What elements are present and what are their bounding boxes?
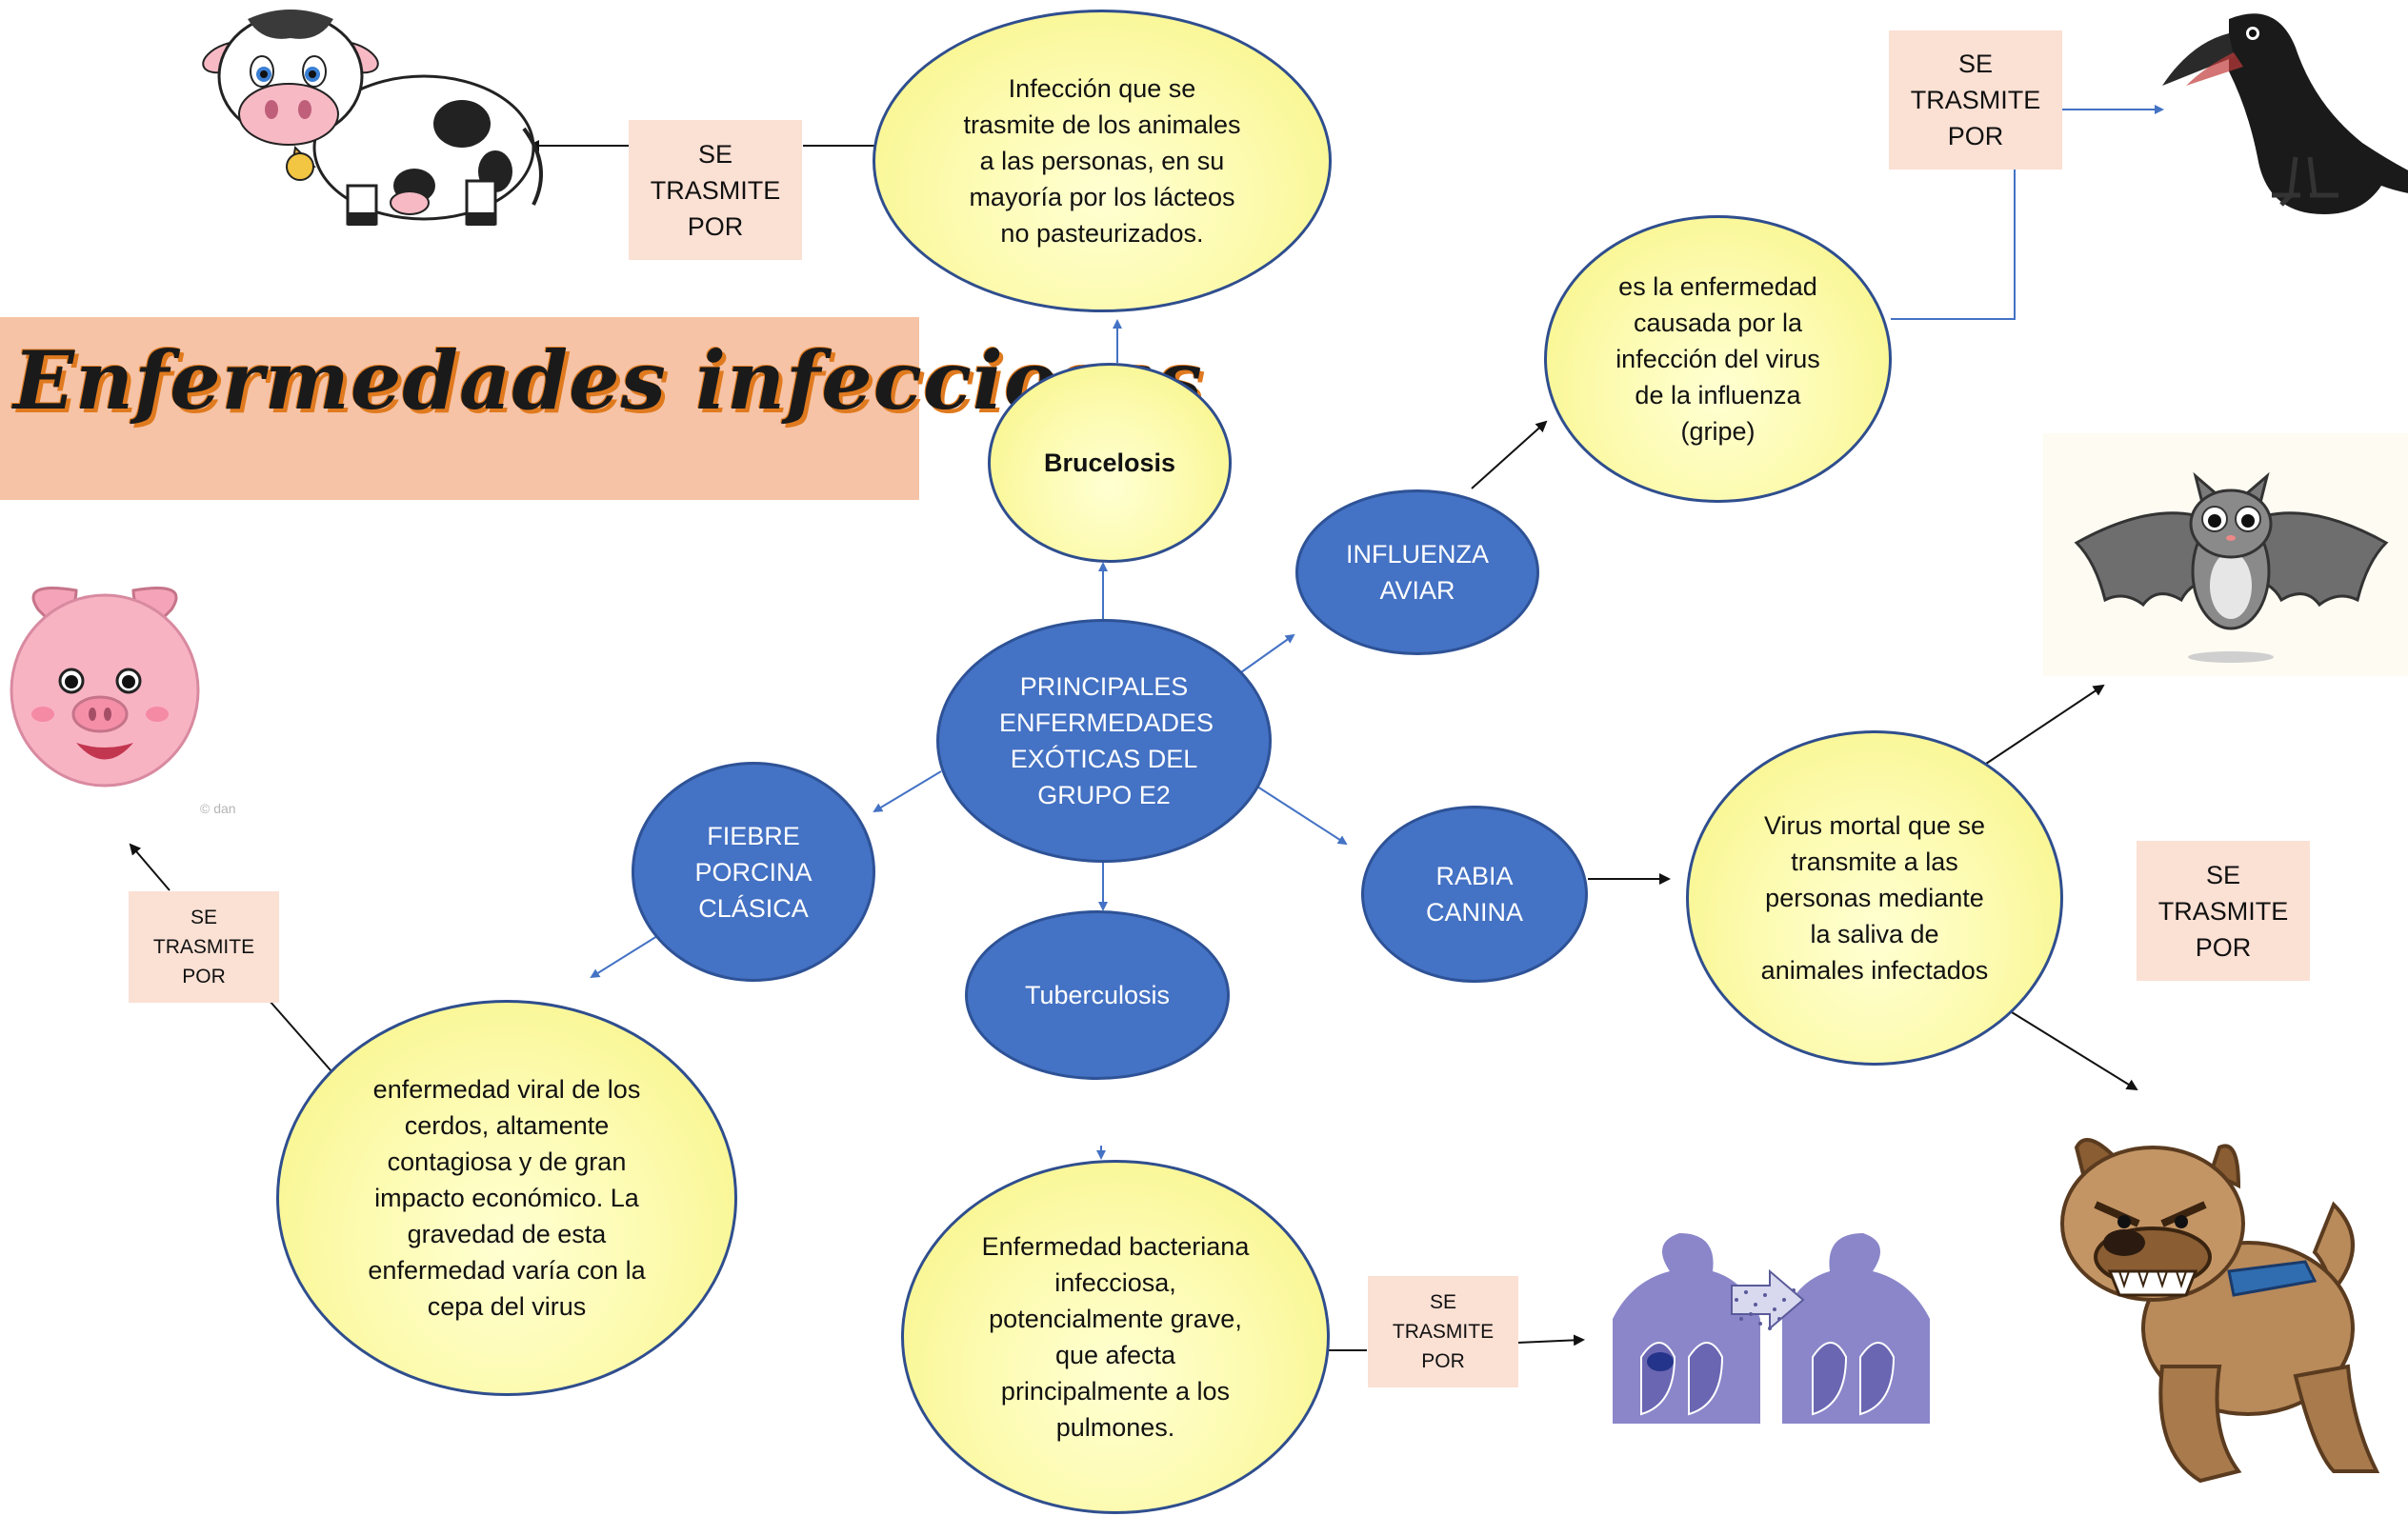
tuberculosis-description: Enfermedad bacteriana infecciosa, potenc… (901, 1160, 1330, 1514)
arrow-box-lungs (1516, 1334, 1585, 1346)
transmit-box-rabia: SE TRASMITE POR (2137, 841, 2310, 981)
brucelosis-description-text: Infección que se trasmite de los animale… (963, 74, 1241, 248)
center-node: PRINCIPALES ENFERMEDADES EXÓTICAS DEL GR… (936, 619, 1272, 863)
arrow-fiebre-line (269, 1000, 332, 1072)
tuberculosis-description-text: Enfermedad bacteriana infecciosa, potenc… (981, 1232, 1250, 1442)
influenza-description-text: es la enfermedad causada por la infecció… (1615, 272, 1820, 446)
center-node-label: PRINCIPALES ENFERMEDADES EXÓTICAS DEL GR… (999, 672, 1214, 809)
influenza-node: INFLUENZA AVIAR (1295, 489, 1539, 655)
transmit-box-brucelosis: SE TRASMITE POR (629, 120, 802, 260)
transmit-box-label: SE TRASMITE POR (152, 907, 255, 987)
brucelosis-description: Infección que se trasmite de los animale… (873, 10, 1332, 312)
transmit-box-label: SE TRASMITE POR (650, 139, 781, 241)
watermark: © dan (200, 801, 236, 816)
arrow-rabia-dog (2011, 1011, 2138, 1091)
influenza-description: es la enfermedad causada por la infecció… (1544, 215, 1892, 503)
transmit-box-label: SE TRASMITE POR (1392, 1291, 1495, 1372)
arrow-center-rabia (1256, 786, 1348, 846)
fiebre-node: FIEBRE PORCINA CLÁSICA (632, 762, 875, 982)
arrow-fiebre-description (590, 935, 658, 979)
transmit-box-influenza: SE TRASMITE POR (1889, 30, 2062, 170)
influenza-node-label: INFLUENZA AVIAR (1345, 540, 1490, 605)
arrow-center-influenza (1240, 633, 1295, 673)
fiebre-description-text: enfermedad viral de los cerdos, altament… (368, 1075, 646, 1321)
tuberculosis-node-label: Tuberculosis (1024, 981, 1171, 1009)
arrow-rabia-bat (1985, 684, 2105, 765)
arrow-box-pig (129, 843, 171, 891)
title-banner (0, 317, 919, 500)
tuberculosis-node: Tuberculosis (965, 910, 1230, 1080)
bat-image-bg (2043, 433, 2408, 676)
rabia-node: RABIA CANINA (1361, 806, 1588, 983)
transmit-box-label: SE TRASMITE POR (1910, 50, 2041, 150)
brucelosis-node: Brucelosis (988, 363, 1232, 563)
rabia-description: Virus mortal que se transmite a las pers… (1686, 730, 2063, 1066)
transmit-box-tuberculosis: SE TRASMITE POR (1368, 1276, 1518, 1387)
rabia-description-text: Virus mortal que se transmite a las pers… (1760, 811, 1989, 985)
rabia-node-label: RABIA CANINA (1425, 862, 1523, 927)
arrow-center-fiebre (873, 770, 942, 813)
fiebre-description: enfermedad viral de los cerdos, altament… (276, 1000, 737, 1396)
transmit-box-fiebre: SE TRASMITE POR (129, 891, 279, 1003)
fiebre-node-label: FIEBRE PORCINA CLÁSICA (694, 821, 813, 923)
arrow-influenza-description (1471, 420, 1548, 489)
arrow-influenza-crow (1891, 170, 2016, 320)
brucelosis-node-label: Brucelosis (1043, 449, 1176, 477)
transmit-box-label: SE TRASMITE POR (2157, 860, 2289, 962)
